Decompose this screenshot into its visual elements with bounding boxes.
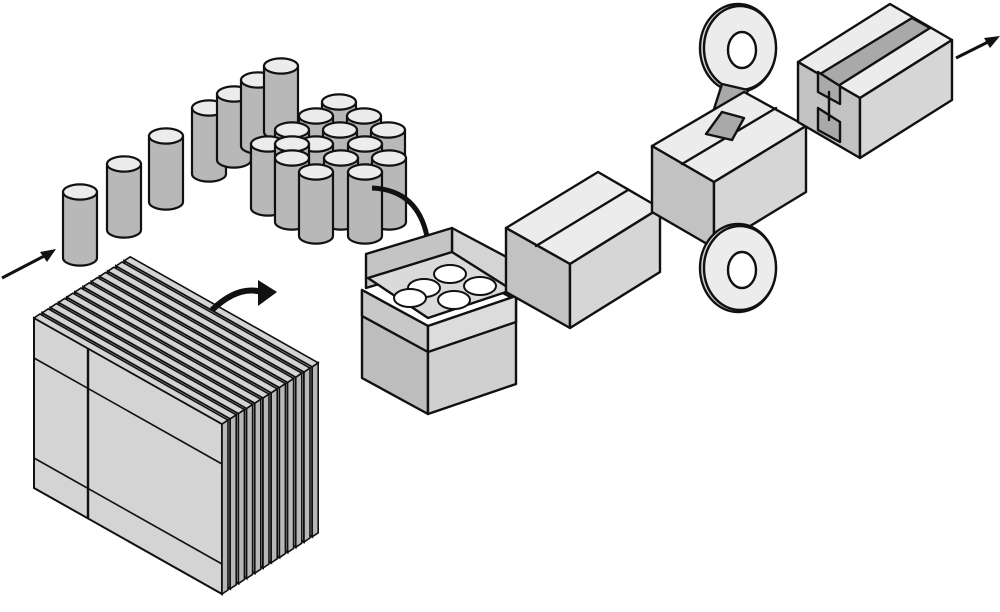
- open-case-with-cans-icon: [360, 226, 518, 416]
- can-top-icon: [463, 276, 497, 296]
- closed-case-icon: [504, 170, 662, 330]
- infeed-arrow-icon: [1, 249, 56, 280]
- h-taped-case-icon: [796, 2, 954, 160]
- outfeed-arrow-icon: [955, 36, 1000, 60]
- carton-blank-stack-icon: [32, 255, 320, 596]
- can-icon: [105, 155, 143, 239]
- taping-case-icon: [650, 90, 808, 250]
- can-top-icon: [433, 264, 467, 284]
- can-top-icon: [393, 288, 427, 308]
- bottom-tape-roll-icon: [698, 222, 778, 314]
- can-icon: [147, 127, 185, 211]
- cylinder-containers-icon: [61, 57, 408, 267]
- can-icon: [346, 163, 384, 245]
- can-top-icon: [437, 290, 471, 310]
- can-icon: [297, 163, 335, 245]
- carton-blank-sheet: [32, 313, 230, 596]
- can-icon: [262, 57, 300, 141]
- can-icon: [61, 183, 99, 267]
- blank-feed-arrow-icon: [209, 280, 277, 313]
